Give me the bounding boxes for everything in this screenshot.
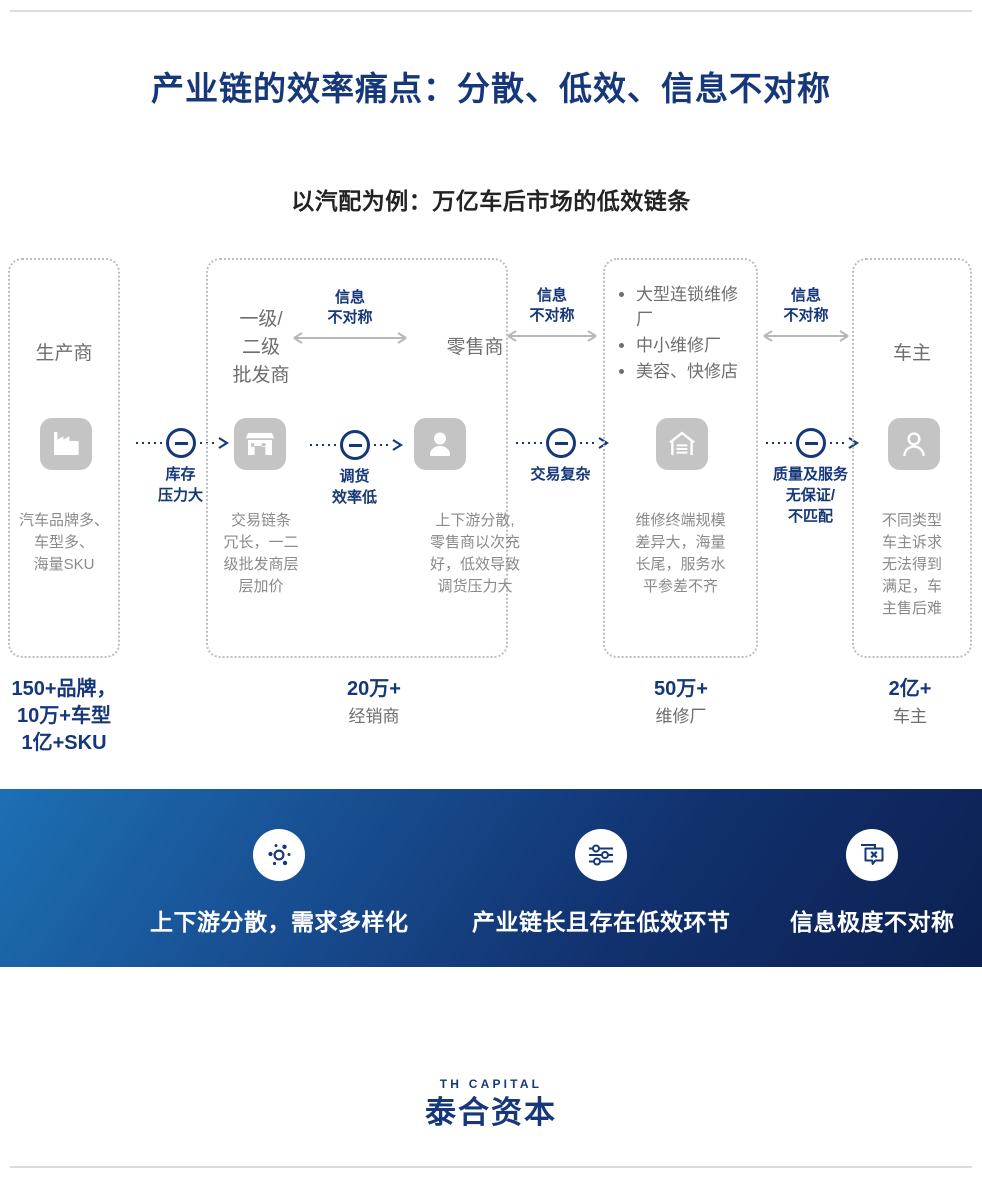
shop-icon <box>234 418 286 470</box>
logo-text-cn: 泰合资本 <box>425 1095 557 1130</box>
friction-node-quality: 质量及服务 无保证/ 不匹配 <box>762 428 859 527</box>
arrow-head-icon <box>848 437 859 449</box>
stage-title-car-owner: 车主 <box>892 343 931 364</box>
friction-node-complex-trade: 交易复杂 <box>512 428 609 485</box>
repair-shop-type-list: 大型连锁维修厂 中小维修厂 美容、快修店 <box>619 282 751 385</box>
stats-row: 150+品牌， 10万+车型 1亿+SKU 20万+ 经销商 50万+ 维修厂 … <box>0 676 982 766</box>
dotted-line <box>826 442 848 444</box>
connector-arrow-complex-trade <box>512 428 609 458</box>
list-item: 中小维修厂 <box>636 333 751 358</box>
stat-label-dealers: 经销商 <box>348 707 400 726</box>
stage-desc-car-owner: 不同类型 车主诉求 无法得到 满足，车 主售后难 <box>881 512 942 617</box>
minus-circle-icon <box>340 430 370 460</box>
stage-desc-wholesaler: 交易链条 冗长，一二 级批发商层 层加价 <box>223 512 299 595</box>
banner-item-dispersed: 上下游分散，需求多样化 <box>150 829 409 937</box>
stat-value-owners: 2亿+ <box>888 678 932 700</box>
page-title: 产业链的效率痛点：分散、低效、信息不对称 <box>151 70 831 107</box>
factory-icon <box>40 418 92 470</box>
double-arrow-icon <box>292 332 408 344</box>
friction-label-quality: 质量及服务 无保证/ 不匹配 <box>772 466 848 525</box>
stage-desc-retailer: 上下游分散, 零售商以次充 好，低效导致 调货压力大 <box>429 512 520 595</box>
arrow-head-icon <box>218 437 229 449</box>
dotted-line <box>576 442 598 444</box>
stage-repair-shop: 大型连锁维修厂 中小维修厂 美容、快修店 维修终端规模 差异大，海量 长尾，服务… <box>603 258 758 658</box>
list-item: 大型连锁维修厂 <box>636 282 751 332</box>
asymmetry-label-1: 信息 不对称 <box>327 289 373 326</box>
page-subtitle: 以汽配为例：万亿车后市场的低效链条 <box>291 188 691 214</box>
chat-blocked-icon <box>846 829 899 881</box>
takeaways-banner: 上下游分散，需求多样化 产业链长且存在低效环节 信息极度不对称 <box>0 789 982 967</box>
stat-label-repairs: 维修厂 <box>655 707 707 726</box>
scatter-dots-icon <box>253 829 306 881</box>
asymmetry-label-3: 信息 不对称 <box>783 287 829 324</box>
connector-arrow-transfer <box>306 430 403 460</box>
person-icon <box>888 418 940 470</box>
asymmetry-marker-2: 信息 不对称 <box>506 286 598 342</box>
stat-value-brands: 150+品牌， 10万+车型 1亿+SKU <box>11 678 117 754</box>
sliders-icon <box>575 829 628 881</box>
supply-chain-diagram: 生产商 汽车品牌多、 车型多、 海量SKU 库存 压力大 一级/ 二级 批发商 … <box>0 258 982 668</box>
stage-desc-repair-shop: 维修终端规模 差异大，海量 长尾，服务水 平参差不齐 <box>635 512 726 595</box>
dotted-line <box>762 442 796 444</box>
stage-title-wholesaler: 一级/ 二级 批发商 <box>232 309 290 386</box>
connector-arrow-quality <box>762 428 859 458</box>
top-divider <box>10 10 972 12</box>
dotted-line <box>512 442 546 444</box>
friction-label-complex-trade: 交易复杂 <box>530 466 591 483</box>
banner-caption-dispersed: 上下游分散，需求多样化 <box>150 909 409 935</box>
stat-value-dealers: 20万+ <box>347 678 401 700</box>
banner-caption-long-chain: 产业链长且存在低效环节 <box>472 909 731 935</box>
minus-circle-icon <box>546 428 576 458</box>
arrow-head-icon <box>392 439 403 451</box>
logo-text-en: TH CAPITAL <box>439 1077 543 1091</box>
dotted-line <box>306 444 340 446</box>
stat-label-owners: 车主 <box>893 707 927 726</box>
garage-icon <box>656 418 708 470</box>
asymmetry-marker-1: 信息 不对称 <box>292 288 408 344</box>
footer-logo: TH CAPITAL 泰合资本 <box>0 1076 982 1132</box>
stage-title-retailer: 零售商 <box>446 337 504 358</box>
stage-wholesale-retail: 一级/ 二级 批发商 零售商 信息 不对称 调货 效率低 交易链条 冗长，一二 … <box>206 258 520 658</box>
stat-owners: 2亿+ 车主 <box>840 676 980 730</box>
friction-label-transfer: 调货 效率低 <box>331 468 377 506</box>
stage-manufacturer: 生产商 汽车品牌多、 车型多、 海量SKU <box>8 258 120 658</box>
double-arrow-icon <box>762 330 850 342</box>
stat-value-repairs: 50万+ <box>654 678 708 700</box>
asymmetry-label-2: 信息 不对称 <box>529 287 575 324</box>
dotted-line <box>370 444 392 446</box>
stat-dealers: 20万+ 经销商 <box>300 676 448 730</box>
stage-title-manufacturer: 生产商 <box>35 343 93 364</box>
bottom-divider <box>10 1166 972 1168</box>
stage-desc-manufacturer: 汽车品牌多、 车型多、 海量SKU <box>18 512 109 573</box>
stat-brands: 150+品牌， 10万+车型 1亿+SKU <box>6 676 122 757</box>
banner-item-asymmetry: 信息极度不对称 <box>790 829 955 937</box>
double-arrow-icon <box>506 330 598 342</box>
friction-label-inventory: 库存 压力大 <box>157 466 203 504</box>
banner-caption-asymmetry: 信息极度不对称 <box>790 909 955 935</box>
minus-circle-icon <box>796 428 826 458</box>
dotted-line <box>132 442 166 444</box>
banner-item-long-chain: 产业链长且存在低效环节 <box>472 829 731 937</box>
friction-node-transfer: 调货 效率低 <box>306 430 403 508</box>
asymmetry-marker-3: 信息 不对称 <box>762 286 850 342</box>
stage-car-owner: 车主 不同类型 车主诉求 无法得到 满足，车 主售后难 <box>852 258 972 658</box>
list-item: 美容、快修店 <box>636 359 751 384</box>
minus-circle-icon <box>166 428 196 458</box>
stat-repairs: 50万+ 维修厂 <box>607 676 755 730</box>
arrow-head-icon <box>598 437 609 449</box>
salesperson-icon <box>414 418 466 470</box>
